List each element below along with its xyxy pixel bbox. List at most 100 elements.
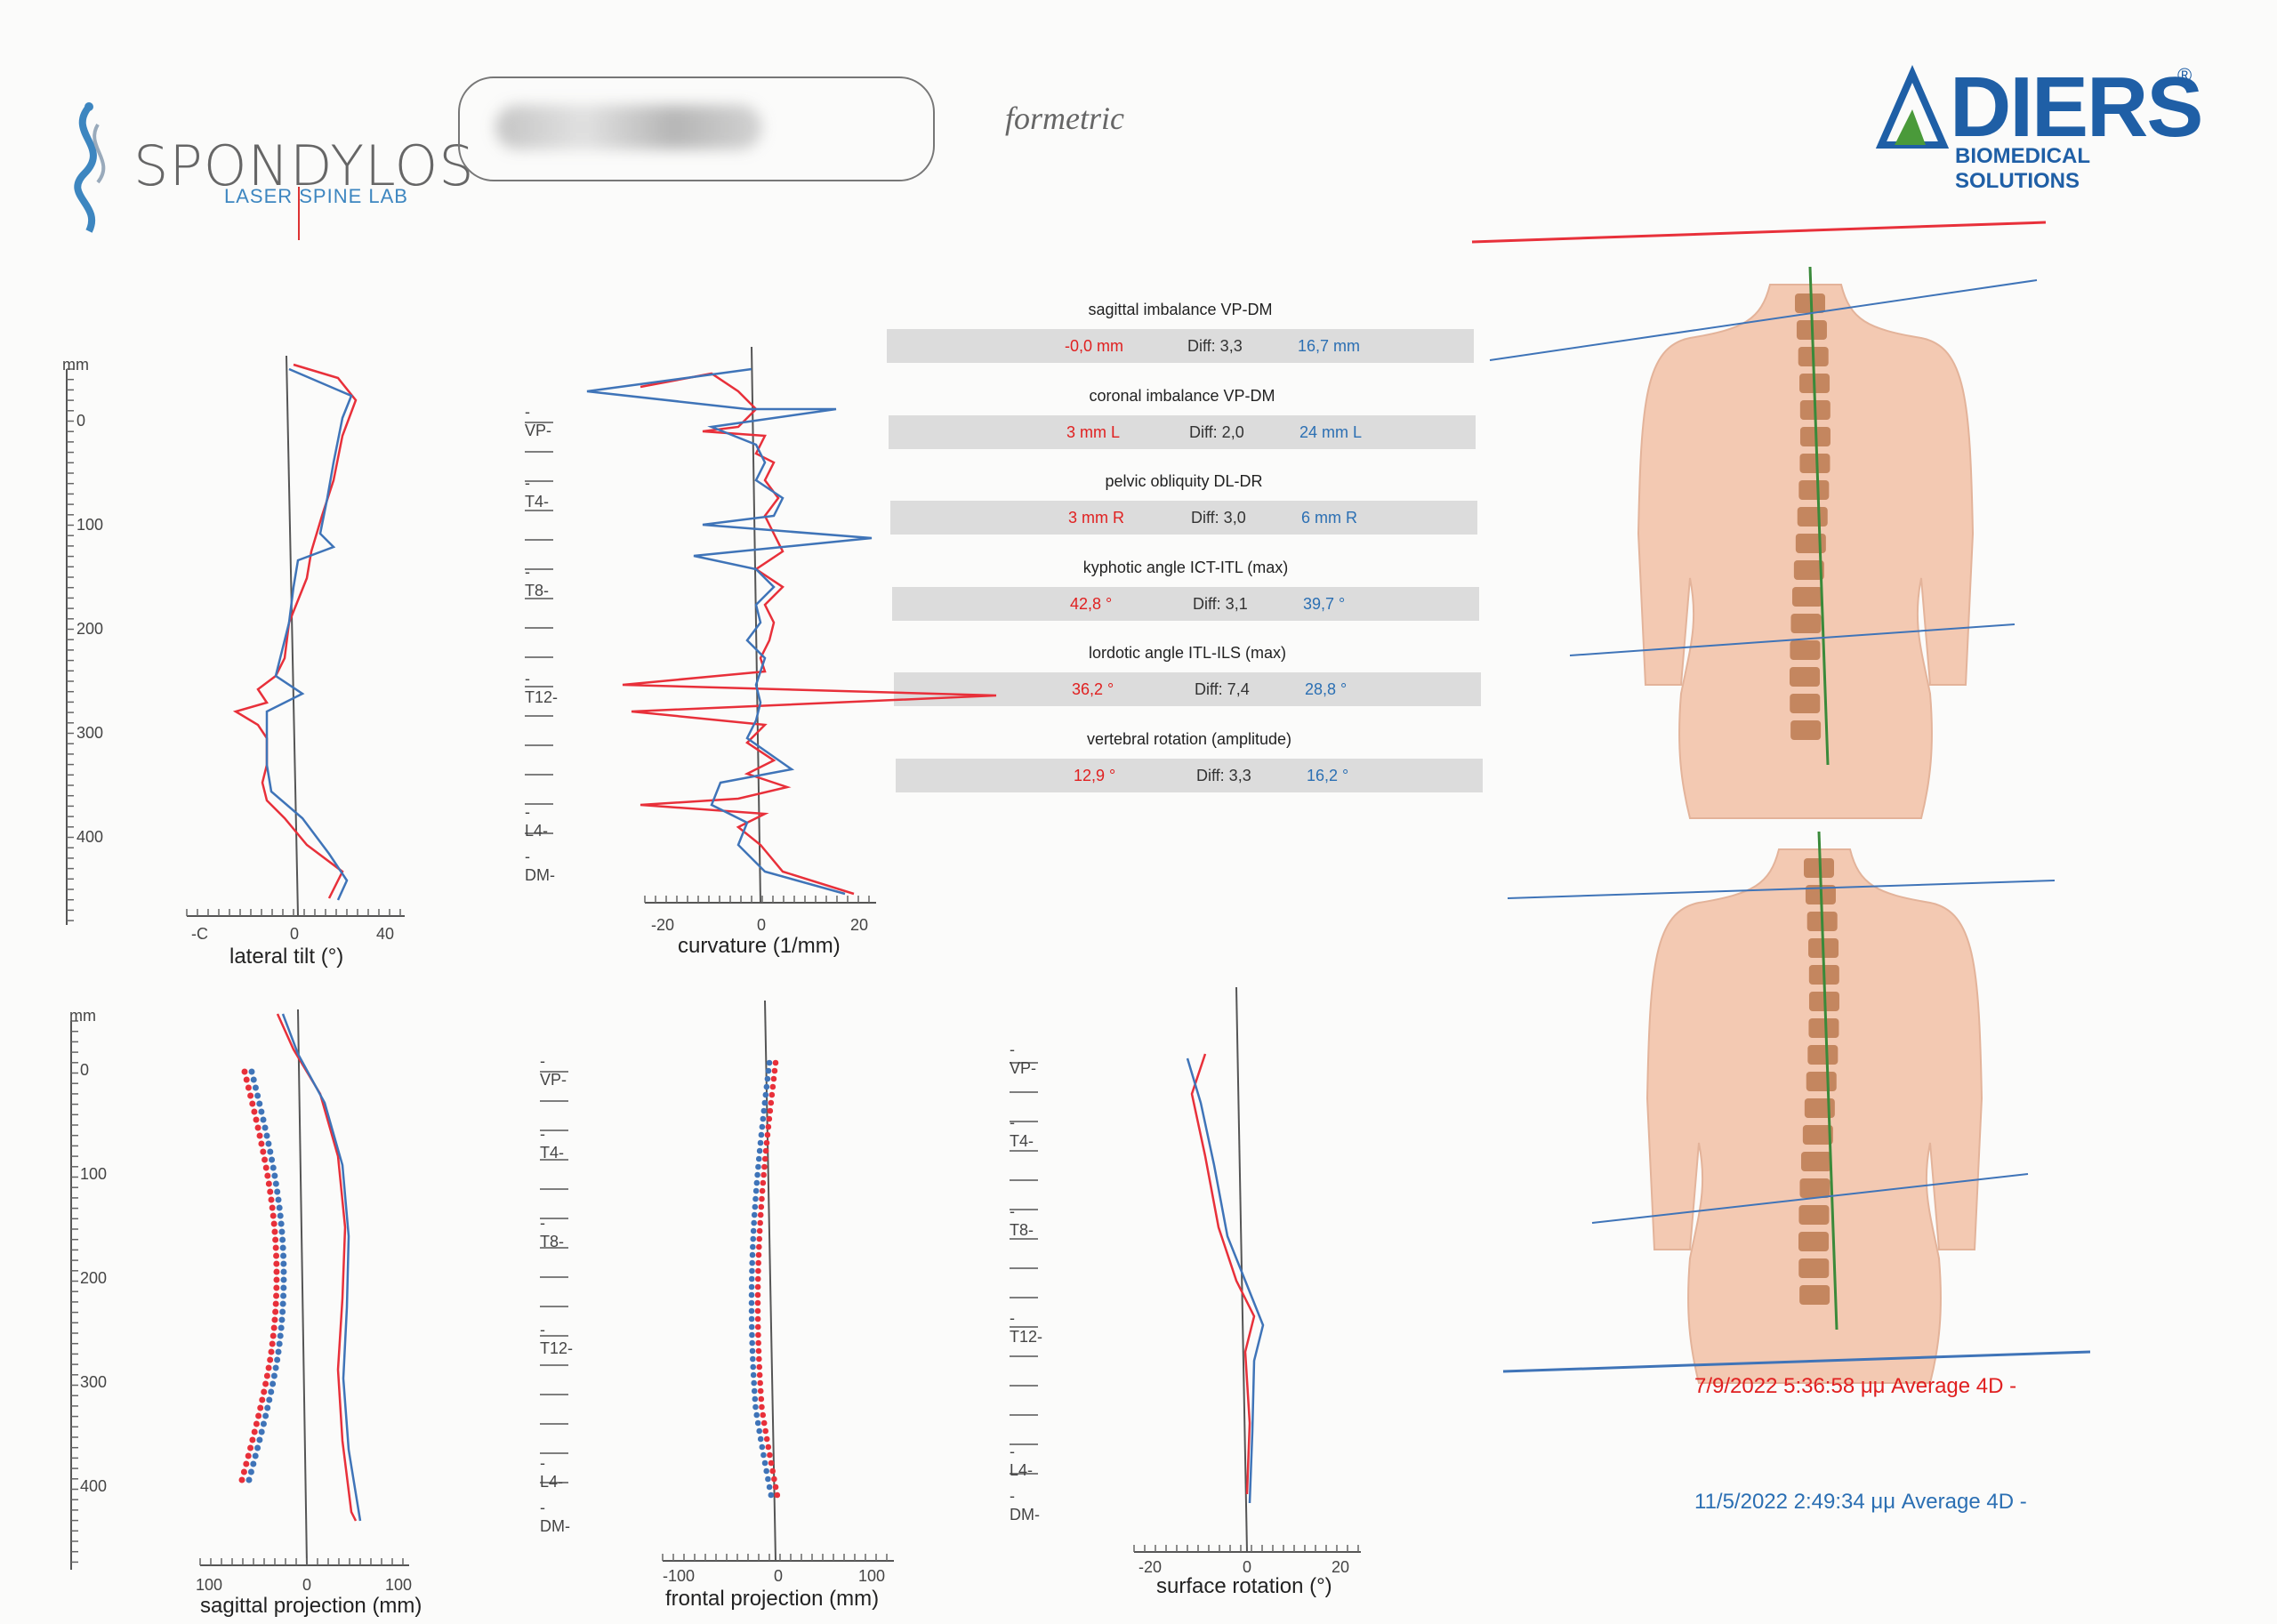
- frontal-blue-dot: [750, 1243, 756, 1250]
- sagittal-tick-max: 100: [385, 1576, 413, 1594]
- sagittal-red-dot: [258, 1140, 265, 1147]
- rotation-tick-zero: 0: [1243, 1558, 1252, 1576]
- param-row: -0,0 mm Diff: 3,3 16,7 mm: [887, 329, 1474, 363]
- sagittal-blue-dot: [262, 1412, 270, 1419]
- frontal-blue-dot: [752, 1395, 759, 1403]
- vertebra-shape: [1790, 720, 1822, 740]
- sagittal-red-dot: [271, 1228, 278, 1235]
- vertebra-level-label: -VP-: [1010, 1041, 1037, 1077]
- frontal-red-dot: [754, 1307, 761, 1314]
- param-left-value: -0,0 mm: [1065, 337, 1124, 355]
- frontal-red-dot: [758, 1395, 765, 1403]
- frontal-red-dot: [762, 1147, 769, 1154]
- sagittal-red-dot: [269, 1204, 276, 1211]
- frontal-red-dot: [759, 1403, 765, 1411]
- sagittal-red-dot: [270, 1324, 278, 1331]
- frontal-blue-dot: [751, 1387, 758, 1395]
- param-title: vertebral rotation (amplitude): [1086, 730, 1292, 748]
- frontal-blue-dot: [749, 1339, 755, 1347]
- frontal-blue-dot: [763, 1467, 769, 1475]
- vertebra-shape: [1802, 1125, 1833, 1145]
- frontal-red-dot: [768, 1459, 775, 1467]
- frontal-blue-dot: [763, 1083, 770, 1090]
- frontal-red-dot: [754, 1315, 761, 1323]
- vertebra-level-label: -DM-: [540, 1499, 570, 1535]
- param-right-value: 16,7 mm: [1298, 337, 1361, 355]
- lateral-tilt-curve: [232, 363, 358, 899]
- diers-logo: DIERS ® BIOMEDICAL SOLUTIONS: [1875, 59, 2203, 193]
- param-right-value: 16,2 °: [1307, 767, 1349, 784]
- vertebra-shape: [1797, 507, 1828, 527]
- sagittal-blue-dot: [278, 1324, 285, 1331]
- sagittal-blue-dot: [266, 1396, 273, 1403]
- param-left-value: 12,9 °: [1074, 767, 1116, 784]
- sagittal-red-dot: [267, 1356, 274, 1363]
- sagittal-red-dot: [272, 1236, 279, 1243]
- vertebra-shape: [1804, 1098, 1835, 1118]
- sagittal-blue-dot: [280, 1252, 287, 1259]
- sagittal-projection-label: sagittal projection (mm): [200, 1594, 422, 1618]
- sagittal-red-dot: [267, 1188, 274, 1195]
- sagittal-red-dot: [273, 1260, 280, 1267]
- frontal-projection-label: frontal projection (mm): [665, 1587, 880, 1611]
- frontal-blue-dot: [760, 1107, 768, 1114]
- vertebra-level-label: -T12-: [540, 1321, 574, 1357]
- spine-line: [1817, 831, 1838, 1331]
- sagittal-blue-dot: [250, 1076, 257, 1083]
- vertebra-shape: [1806, 1072, 1837, 1091]
- frontal-red-dot: [755, 1267, 761, 1274]
- frontal-red-dot: [756, 1355, 762, 1363]
- sagittal-red-dot: [272, 1244, 279, 1251]
- frontal-red-dot: [764, 1131, 771, 1138]
- sagittal-red-dot: [270, 1220, 278, 1227]
- sagittal-red-dot: [264, 1172, 271, 1179]
- frontal-red-dot: [771, 1067, 778, 1074]
- sagittal-blue-dot: [278, 1220, 285, 1227]
- frontal-red-dot: [759, 1187, 766, 1194]
- frontal-red-dot: [754, 1275, 761, 1282]
- sagittal-red-dot: [262, 1164, 270, 1171]
- curvature-curve: [586, 367, 873, 896]
- sagittal-tick-zero: 0: [302, 1576, 312, 1594]
- surface-rotation-label: surface rotation (°): [1156, 1574, 1332, 1598]
- sagittal-red-dot: [259, 1396, 266, 1403]
- sagittal-blue-dot: [248, 1068, 255, 1075]
- frontal-red-dot: [757, 1219, 763, 1226]
- spondylos-logo: SPONDYLOS LASER SPINE LAB: [62, 98, 474, 249]
- frontal-red-dot: [760, 1179, 767, 1186]
- frontal-red-dot: [757, 1379, 763, 1387]
- sagittal-red-dot: [273, 1292, 280, 1299]
- sagittal-blue-dot: [268, 1388, 275, 1395]
- vertebra-shape: [1790, 614, 1822, 633]
- frontal-red-dot: [761, 1163, 768, 1170]
- frontal-blue-dot: [750, 1371, 757, 1379]
- y-tick-label: 100: [76, 516, 104, 534]
- param-left-value: 36,2 °: [1072, 680, 1114, 698]
- vertebra-shape: [1791, 587, 1822, 607]
- vertebra-shape: [1800, 1152, 1831, 1171]
- sagittal-red-dot: [256, 1132, 263, 1139]
- curvature-label: curvature (1/mm): [678, 934, 841, 958]
- curvature-zero-axis: [751, 346, 761, 904]
- frontal-red-dot: [765, 1123, 772, 1130]
- sagittal-blue-dot: [270, 1164, 277, 1171]
- frontal-red-dot: [754, 1323, 761, 1331]
- frontal-red-dot: [762, 1427, 768, 1435]
- frontal-blue-dot: [752, 1187, 760, 1194]
- frontal-red-dot: [763, 1435, 770, 1443]
- vertebra-shape: [1799, 454, 1830, 473]
- frontal-blue-dot: [749, 1259, 755, 1266]
- back-image-second: [1645, 831, 1983, 1384]
- frontal-red-dot: [760, 1411, 767, 1419]
- vertebra-level-label: -DM-: [1010, 1487, 1040, 1524]
- first-measurement-rule: [1471, 221, 2047, 244]
- second-measurement-rule: [1502, 1350, 2091, 1373]
- frontal-red-dot: [772, 1483, 779, 1491]
- frontal-red-dot: [770, 1075, 777, 1082]
- vertebra-level-label: -T4-: [525, 474, 549, 511]
- sagittal-blue-dot: [252, 1084, 259, 1091]
- diers-triangle-icon: [1875, 65, 1950, 149]
- param-diff-value: Diff: 3,3: [1187, 337, 1243, 355]
- brand-subtitle: LASER SPINE LAB: [224, 185, 408, 207]
